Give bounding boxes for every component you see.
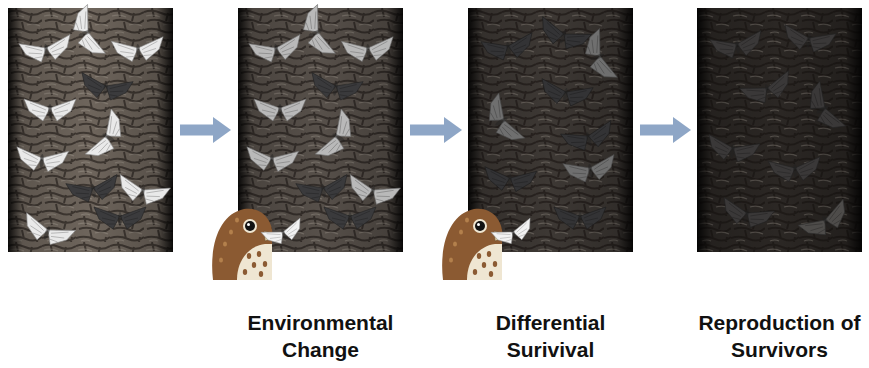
stage-panel: Environmental Change xyxy=(238,8,403,252)
step-label: Environmental Change xyxy=(236,309,406,363)
flow-arrow xyxy=(410,125,444,136)
bird-predator xyxy=(442,209,536,280)
flow-arrow xyxy=(180,117,231,143)
label-group: Differential Surivival xyxy=(466,309,636,363)
label-group: Environmental Change xyxy=(236,309,406,363)
stage-panel: Differential Surivival xyxy=(468,8,633,252)
step-label: Differential Surivival xyxy=(466,309,636,363)
bark-panel xyxy=(697,8,862,252)
label-group: Reproduction of Survivors xyxy=(695,309,865,363)
stage-panel: Reproduction of Survivors xyxy=(697,8,862,252)
bird-predator xyxy=(212,209,306,280)
flow-arrow xyxy=(640,125,673,136)
step-label: Reproduction of Survivors xyxy=(695,309,865,363)
bark-panel xyxy=(8,4,173,252)
